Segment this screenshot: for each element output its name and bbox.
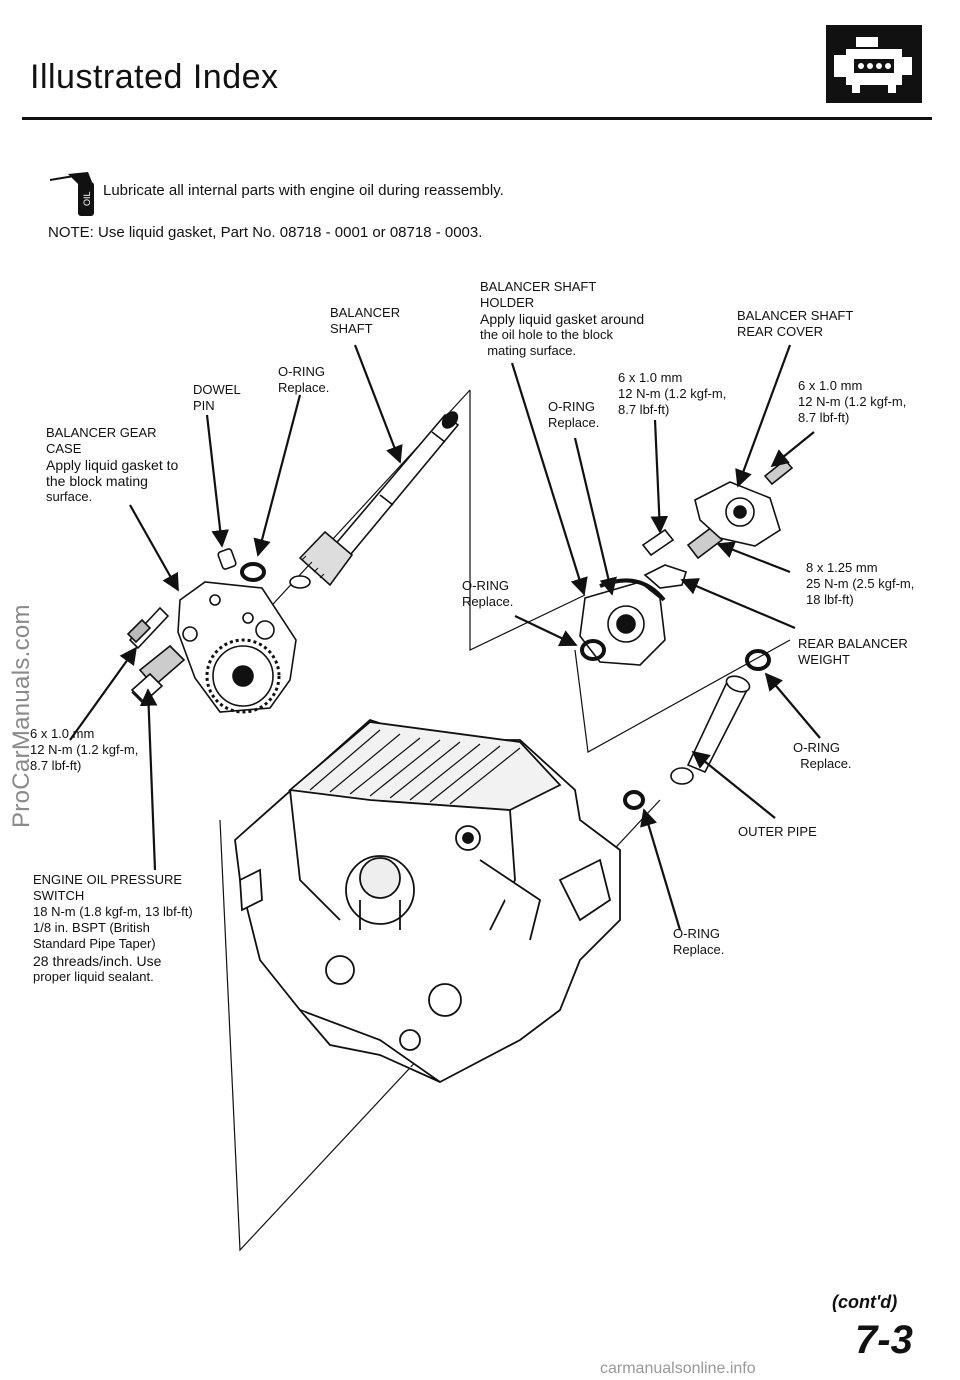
label-bolt-6x1-holder: 6 x 1.0 mm 12 N-m (1.2 kgf-m, 8.7 lbf-ft… xyxy=(618,370,727,417)
label-gear-case-gasket: Apply liquid gasket to the block mating xyxy=(46,457,179,489)
label-dowel-pin: DOWEL PIN xyxy=(193,382,241,413)
label-gear-case-gasket-2: surface. xyxy=(46,489,93,504)
o-ring-upper xyxy=(240,562,266,582)
leader-lines xyxy=(69,344,821,931)
label-o-ring-mid: O-RING Replace. xyxy=(462,578,514,609)
o-ring-outer xyxy=(745,649,771,671)
label-o-ring-outer: O-RING Replace. xyxy=(793,740,852,771)
label-engine-oil-pressure-switch: ENGINE OIL PRESSURE SWITCH 18 N-m (1.8 k… xyxy=(33,872,193,951)
engine-oil-pressure-switch xyxy=(130,644,186,704)
lubrication-note: Lubricate all internal parts with engine… xyxy=(103,182,504,199)
gasket-note: NOTE: Use liquid gasket, Part No. 08718 … xyxy=(48,224,483,241)
outer-pipe xyxy=(670,675,751,785)
label-outer-pipe: OUTER PIPE xyxy=(738,824,817,839)
engine-block xyxy=(234,718,621,1084)
label-bolt-6x1-left: 6 x 1.0 mm 12 N-m (1.2 kgf-m, 8.7 lbf-ft… xyxy=(30,726,139,773)
page-title: Illustrated Index xyxy=(30,58,279,96)
bolt-6x1-cover xyxy=(763,458,794,486)
page-number: 7-3 xyxy=(855,1318,913,1362)
bolt-6x1-holder xyxy=(641,528,675,557)
balancer-shaft-rear-cover xyxy=(694,481,781,547)
label-o-ring-bottom: O-RING Replace. xyxy=(673,926,725,957)
label-o-ring-top: O-RING Replace. xyxy=(278,364,330,395)
watermark-left: ProCarManuals.com xyxy=(8,604,35,828)
engine-section-icon xyxy=(826,25,922,103)
label-threads-2: proper liquid sealant. xyxy=(33,969,154,984)
o-ring-holder xyxy=(580,639,606,661)
label-o-ring-holder: O-RING Replace. xyxy=(548,399,600,430)
rear-balancer-weight xyxy=(643,564,687,589)
label-threads: 28 threads/inch. Use xyxy=(33,953,162,969)
oil-can-icon: OIL xyxy=(48,166,100,218)
balancer-gear-case xyxy=(177,581,297,714)
o-ring-bottom xyxy=(623,790,645,810)
label-bolt-8x125: 8 x 1.25 mm 25 N-m (2.5 kgf-m, 18 lbf-ft… xyxy=(806,560,915,607)
label-balancer-shaft-holder: BALANCER SHAFT HOLDER xyxy=(480,279,597,310)
bolt-6x1-left xyxy=(126,606,170,650)
title-divider xyxy=(22,117,932,120)
bolt-8x125 xyxy=(686,525,724,560)
dowel-pin xyxy=(217,548,237,570)
label-bolt-6x1-cover: 6 x 1.0 mm 12 N-m (1.2 kgf-m, 8.7 lbf-ft… xyxy=(798,378,907,425)
label-holder-gasket-2: the oil hole to the block mating surface… xyxy=(480,327,613,358)
label-holder-gasket: Apply liquid gasket around xyxy=(480,311,645,327)
label-rear-balancer-weight: REAR BALANCER WEIGHT xyxy=(798,636,908,667)
balancer-shaft xyxy=(289,411,460,589)
label-balancer-shaft-rear-cover: BALANCER SHAFT REAR COVER xyxy=(737,308,854,339)
watermark-bottom: carmanualsonline.info xyxy=(600,1360,756,1377)
continued-marker: (cont'd) xyxy=(832,1292,898,1312)
oil-badge-text: OIL xyxy=(82,191,92,206)
label-balancer-gear-case: BALANCER GEAR CASE xyxy=(46,425,157,456)
balancer-shaft-holder xyxy=(579,578,666,666)
label-balancer-shaft: BALANCER SHAFT xyxy=(330,305,401,336)
